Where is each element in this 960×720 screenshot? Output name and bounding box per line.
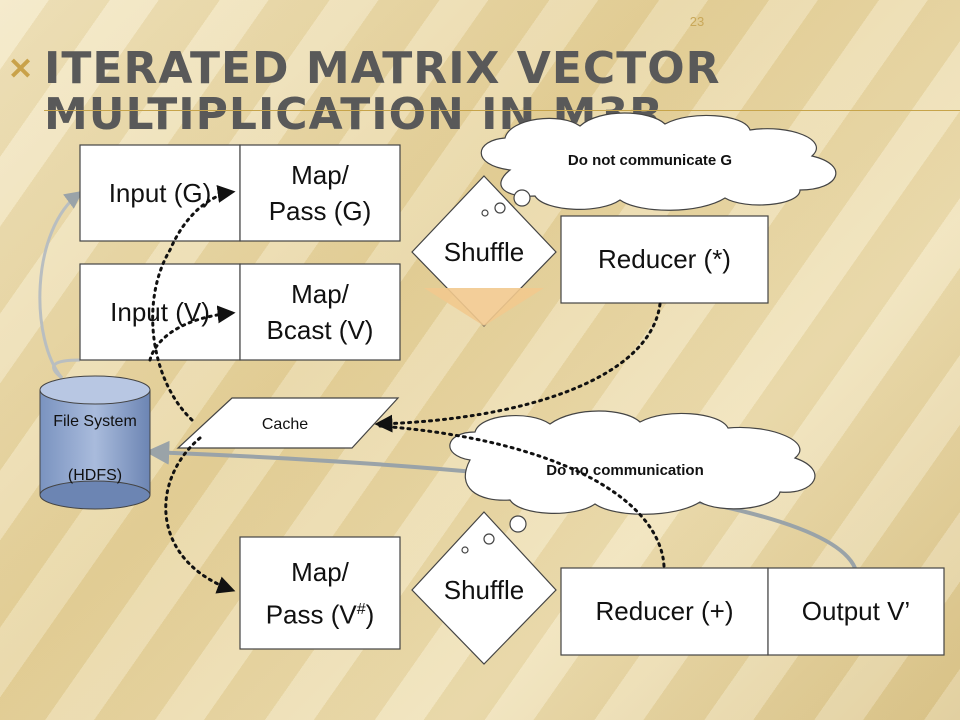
map-pass-v-box [239, 536, 401, 650]
callout-top-bubble-large [513, 189, 531, 207]
cache-shape [176, 397, 400, 449]
map-pass-v-line2-text: Pass (V [265, 599, 357, 630]
map-pass-g-label: Map/ Pass (G) [240, 145, 400, 241]
map-pass-v-line2: Pass (V#) [266, 591, 375, 634]
map-bcast-v-line2: Bcast (V) [266, 315, 374, 345]
input-g-label: Input (G) [108, 177, 212, 208]
shuffle-bottom-diamond [411, 511, 557, 665]
callout-top-bubble-small [481, 209, 489, 217]
title-bullet-icon: ✕ [8, 53, 34, 86]
reducer-star-box [560, 215, 769, 304]
map-bcast-v-line1: Map/ [291, 279, 349, 309]
map-bcast-v-box [239, 263, 401, 361]
map-pass-v-line1: Map/ [291, 556, 349, 587]
shuffle-top-label: Shuffle [443, 236, 525, 267]
file-system-cylinder-top [39, 375, 151, 405]
callout-bottom-cloud [449, 410, 816, 515]
reducer-star-label: Reducer (*) [598, 244, 731, 274]
shuffle-bottom-label: Shuffle [443, 574, 525, 605]
map-pass-g-line1: Map/ [291, 160, 349, 190]
dotted-arrow-cache-to-map-pass-v [164, 436, 236, 594]
input-v-label: Input (V) [110, 296, 210, 327]
file-system-cylinder-body [40, 390, 150, 495]
callout-bottom-text: Do no communication [546, 461, 704, 479]
input-g-box [79, 144, 241, 242]
cache-label: Cache [261, 416, 309, 433]
dotted-arrow-reducer-star-to-cache [374, 302, 662, 433]
title-underline [44, 110, 960, 111]
file-system-label-line2: (HDFS) [67, 467, 123, 484]
map-bcast-v-label: Map/ Bcast (V) [240, 264, 400, 360]
feedback-line-hdfs-to-input-v [52, 358, 81, 380]
input-v-box [79, 263, 241, 361]
callout-top-cloud [480, 112, 837, 211]
map-pass-g-box [239, 144, 401, 242]
map-pass-g-line2: Pass (G) [268, 196, 372, 226]
slide-number: 23 [689, 14, 705, 29]
output-v-label: Output V’ [801, 596, 911, 626]
map-pass-v-label: Map/ Pass (V#) [240, 537, 400, 649]
callout-top-bubble-medium [494, 202, 506, 214]
reducer-plus-label: Reducer (+) [595, 596, 734, 626]
dotted-arrow-hdfs-to-map-bcast-v [148, 305, 236, 362]
shuffle-top-fill [424, 288, 544, 326]
map-pass-v-close: ) [365, 599, 375, 630]
output-v-box [767, 567, 945, 656]
file-system-label-line1: File System [53, 413, 137, 430]
callout-bottom-bubble-medium [483, 533, 495, 545]
callout-bottom-bubble-small [461, 546, 469, 554]
feedback-line-hdfs-to-input [38, 190, 83, 379]
map-pass-v-superscript: # [356, 600, 366, 618]
dotted-arrow-reducer-plus-to-cache [378, 424, 666, 568]
callout-bottom-bubble-large [509, 515, 527, 533]
callout-top-text: Do not communicate G [567, 151, 733, 169]
reducer-plus-box [560, 567, 769, 656]
